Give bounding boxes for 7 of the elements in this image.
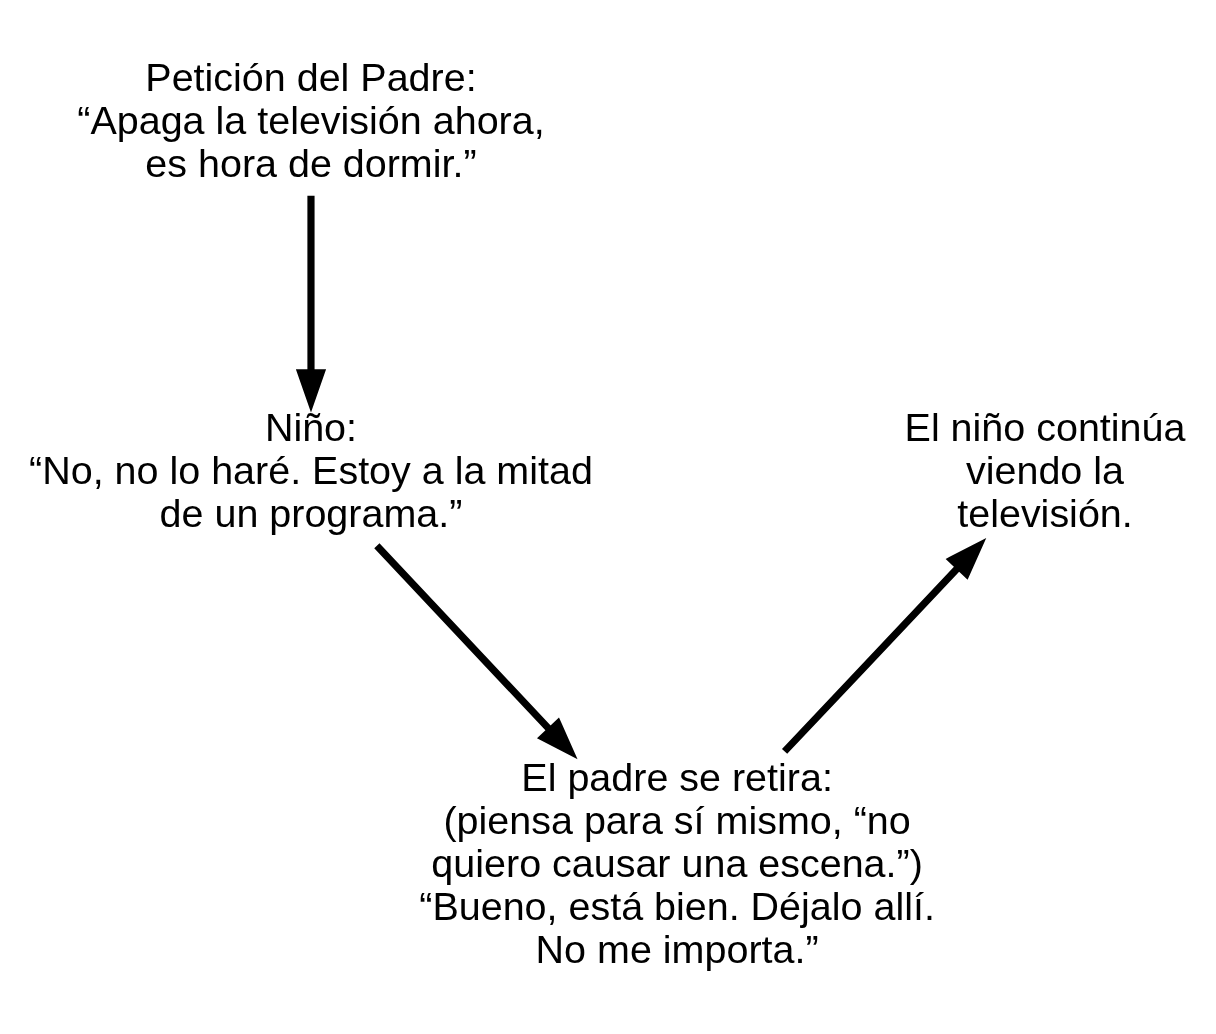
arrow	[374, 543, 578, 760]
node-text: El padre se retira: (piensa para sí mismo, “no quiero causar una escena.”) “Bueno, está bien. Déjalo allí. No me importa.”	[419, 754, 935, 972]
node-text: Niño: “No, no lo haré. Estoy a la mitad de un programa.”	[29, 404, 593, 536]
arrow	[295, 195, 327, 413]
node-text: El niño continúa viendo la televisión.	[904, 404, 1186, 536]
arrow	[782, 537, 987, 754]
node-text: Petición del Padre: “Apaga la televisión ahora, es hora de dormir.”	[77, 54, 545, 186]
